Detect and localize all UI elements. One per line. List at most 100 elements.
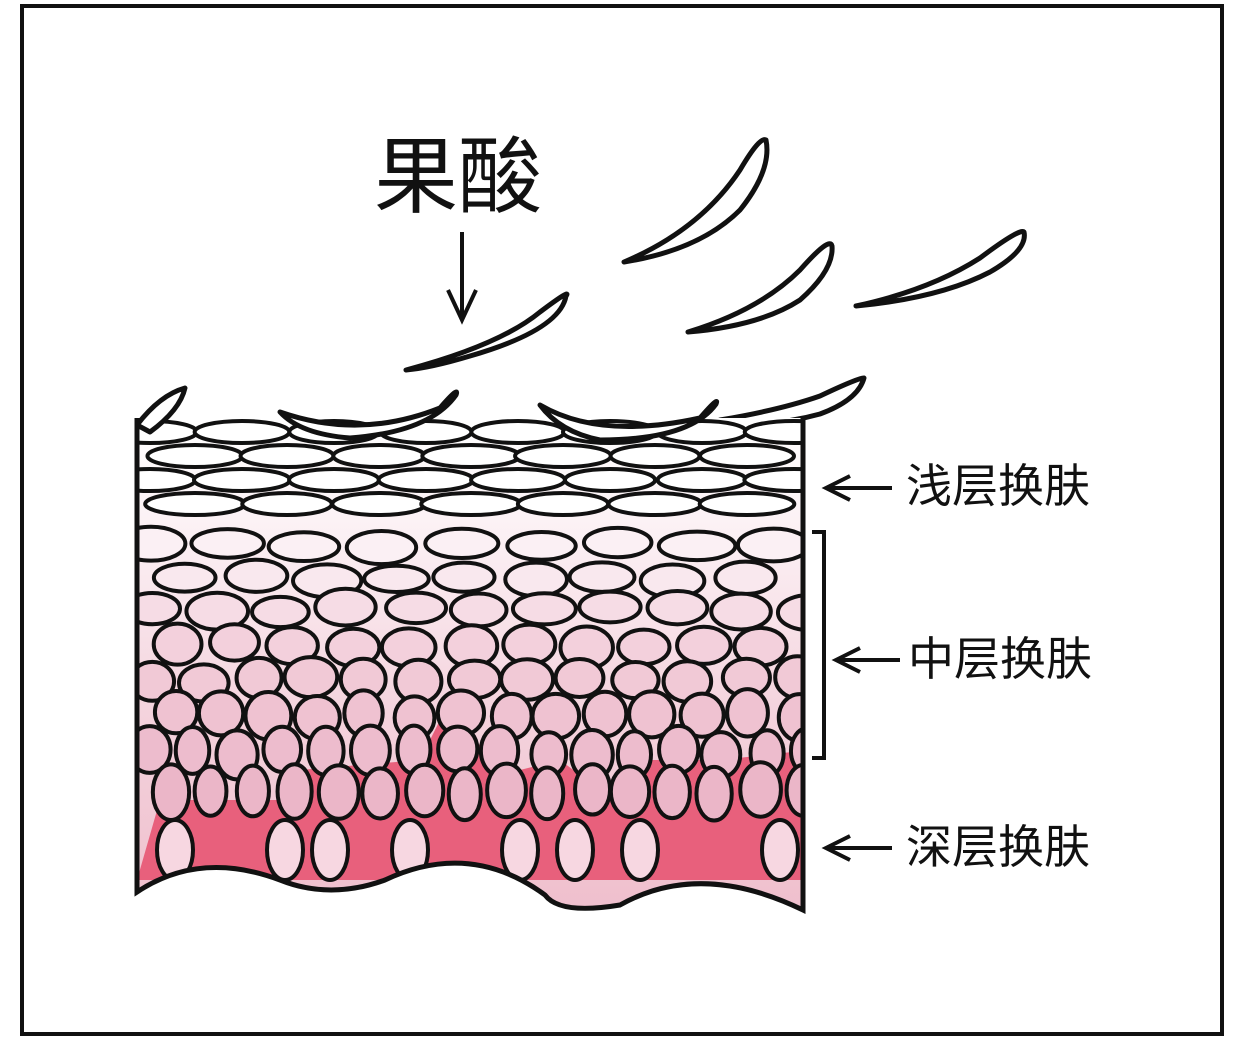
- cell: [608, 443, 702, 469]
- cell: [223, 557, 290, 594]
- cell: [208, 622, 261, 663]
- cell: [698, 443, 796, 469]
- cell: [376, 467, 476, 493]
- cell: [469, 419, 567, 445]
- skin-tissue: [134, 385, 806, 914]
- cell: [330, 491, 428, 517]
- cell: [192, 764, 229, 818]
- deep-peel-label: 深层换肤: [906, 820, 1090, 874]
- cell: [137, 590, 182, 627]
- cell: [735, 526, 803, 564]
- cell: [173, 725, 212, 776]
- cell: [234, 763, 271, 819]
- cell: [150, 762, 192, 822]
- cell: [137, 659, 177, 703]
- cell: [191, 467, 293, 493]
- cell: [238, 443, 336, 469]
- cell: [697, 491, 797, 517]
- cell: [620, 818, 660, 882]
- cell: [742, 419, 803, 445]
- cell: [553, 656, 606, 699]
- cell: [310, 818, 350, 882]
- middle-bracket: [812, 530, 826, 760]
- cell: [709, 591, 773, 632]
- shallow-peel-label: 浅层换肤: [906, 459, 1090, 513]
- cell: [773, 654, 803, 701]
- cell: [192, 419, 292, 445]
- cell: [275, 762, 314, 821]
- cell: [513, 443, 613, 469]
- cell: [431, 560, 497, 594]
- cell: [627, 689, 677, 740]
- cell: [606, 491, 704, 517]
- cell: [196, 689, 246, 738]
- cell: [577, 589, 643, 625]
- cell: [567, 560, 637, 594]
- cell: [265, 818, 305, 882]
- arrow-left-icon: [821, 834, 892, 862]
- cell: [469, 467, 567, 493]
- cell: [344, 529, 419, 567]
- cell: [384, 590, 449, 626]
- top-scales: [134, 385, 720, 443]
- cell: [287, 467, 381, 493]
- cell-grid: [137, 419, 803, 882]
- cell: [316, 763, 361, 821]
- cell: [656, 529, 738, 563]
- cell: [694, 764, 734, 823]
- cell: [573, 762, 613, 817]
- cell: [738, 760, 783, 819]
- cell: [419, 491, 523, 517]
- cell: [137, 524, 188, 563]
- cell: [510, 591, 578, 627]
- cell: [788, 725, 803, 776]
- cell: [515, 491, 611, 517]
- cell: [145, 443, 245, 469]
- label-shallow: 浅层换肤: [821, 459, 1090, 513]
- cell: [645, 588, 710, 627]
- cell: [420, 443, 522, 469]
- cell: [775, 593, 803, 633]
- cell: [151, 561, 218, 594]
- cell: [266, 530, 342, 564]
- cell: [581, 525, 654, 560]
- cell: [282, 655, 340, 700]
- cell: [562, 467, 658, 493]
- cell: [137, 467, 198, 493]
- arrow-down-icon: [446, 232, 478, 325]
- tissue-outline: [134, 418, 806, 914]
- cell: [742, 467, 803, 493]
- cell: [713, 559, 778, 596]
- cell: [423, 526, 501, 561]
- cell: [313, 586, 378, 628]
- cell: [360, 766, 400, 821]
- cell: [608, 764, 652, 819]
- cell: [151, 621, 204, 667]
- cell: [331, 443, 427, 469]
- cell: [446, 766, 483, 823]
- cell: [725, 687, 770, 739]
- frame-border: [20, 4, 1224, 1036]
- cell: [616, 627, 672, 667]
- cell: [505, 530, 578, 562]
- cell: [250, 594, 311, 630]
- middle-peel-label: 中层换肤: [908, 632, 1092, 686]
- cell: [485, 761, 528, 820]
- arrow-left-icon: [821, 474, 892, 502]
- cell: [503, 560, 569, 599]
- label-middle: 中层换肤: [812, 530, 1092, 760]
- cell: [436, 724, 480, 774]
- cell: [189, 527, 266, 560]
- cell: [655, 467, 749, 493]
- cell: [362, 563, 431, 594]
- cell: [760, 818, 800, 882]
- cell: [784, 762, 803, 818]
- cell: [404, 762, 446, 819]
- cell: [555, 818, 595, 882]
- arrow-left-icon: [831, 646, 900, 674]
- cell: [675, 624, 733, 666]
- cell: [448, 591, 509, 629]
- cell: [678, 691, 726, 739]
- cell: [652, 763, 692, 821]
